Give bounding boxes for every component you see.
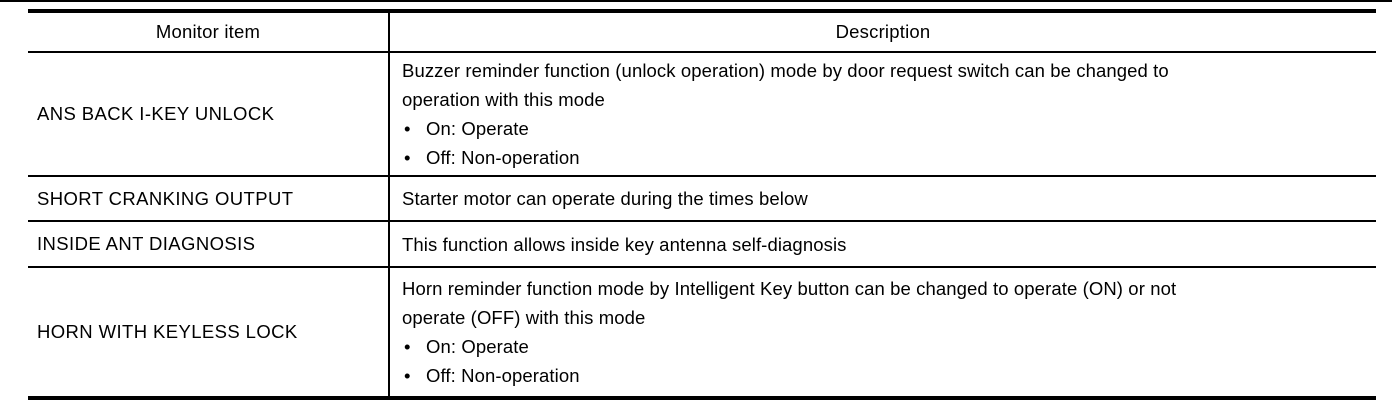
bullet-icon: •: [404, 365, 411, 386]
description-line: Starter motor can operate during the tim…: [402, 188, 808, 209]
bullet-item-label: Off: Non-operation: [426, 365, 580, 386]
monitor-item-label: SHORT CRANKING OUTPUT: [37, 187, 294, 209]
bullet-item-label: On: Operate: [426, 336, 529, 357]
table-row-1-monitor-item-cell: SHORT CRANKING OUTPUT: [28, 177, 390, 222]
table-row-3-monitor-item-cell: HORN WITH KEYLESS LOCK: [28, 268, 390, 396]
description-line: operation with this mode: [402, 89, 605, 110]
bullet-item: • Off: Non-operation: [402, 143, 1368, 172]
description-line: operate (OFF) with this mode: [402, 307, 646, 328]
table-row-2-description-cell: This function allows inside key antenna …: [390, 222, 1376, 268]
table-row-0-monitor-item-cell: ANS BACK I-KEY UNLOCK: [28, 53, 390, 177]
column-header-monitor-item: Monitor item: [28, 13, 390, 53]
bullet-item-label: Off: Non-operation: [426, 147, 580, 168]
page-top-rule: [0, 0, 1392, 2]
table-row-2-monitor-item-cell: INSIDE ANT DIAGNOSIS: [28, 222, 390, 268]
bullet-icon: •: [404, 336, 411, 357]
bullet-icon: •: [404, 147, 411, 168]
bullet-icon: •: [404, 118, 411, 139]
column-header-description-label: Description: [835, 21, 931, 42]
description-line: This function allows inside key antenna …: [402, 233, 847, 255]
description-line: Buzzer reminder function (unlock operati…: [402, 60, 1169, 81]
monitor-item-label: HORN WITH KEYLESS LOCK: [37, 321, 298, 342]
monitor-item-label: INSIDE ANT DIAGNOSIS: [37, 233, 256, 254]
bullet-item-label: On: Operate: [426, 118, 529, 139]
column-header-monitor-item-label: Monitor item: [155, 21, 261, 42]
column-header-description: Description: [390, 13, 1376, 53]
table-row-1-description-cell: Starter motor can operate during the tim…: [390, 177, 1376, 222]
table-row-3-description-cell: Horn reminder function mode by Intellige…: [390, 268, 1376, 396]
bullet-item: • Off: Non-operation: [402, 361, 1368, 390]
bullet-item: • On: Operate: [402, 332, 1368, 361]
bullet-item: • On: Operate: [402, 114, 1368, 143]
monitor-item-table: Monitor item Description ANS BACK I-KEY …: [28, 9, 1376, 400]
monitor-item-label: ANS BACK I-KEY UNLOCK: [37, 103, 275, 124]
description-line: Horn reminder function mode by Intellige…: [402, 278, 1177, 299]
table-row-0-description-cell: Buzzer reminder function (unlock operati…: [390, 53, 1376, 177]
